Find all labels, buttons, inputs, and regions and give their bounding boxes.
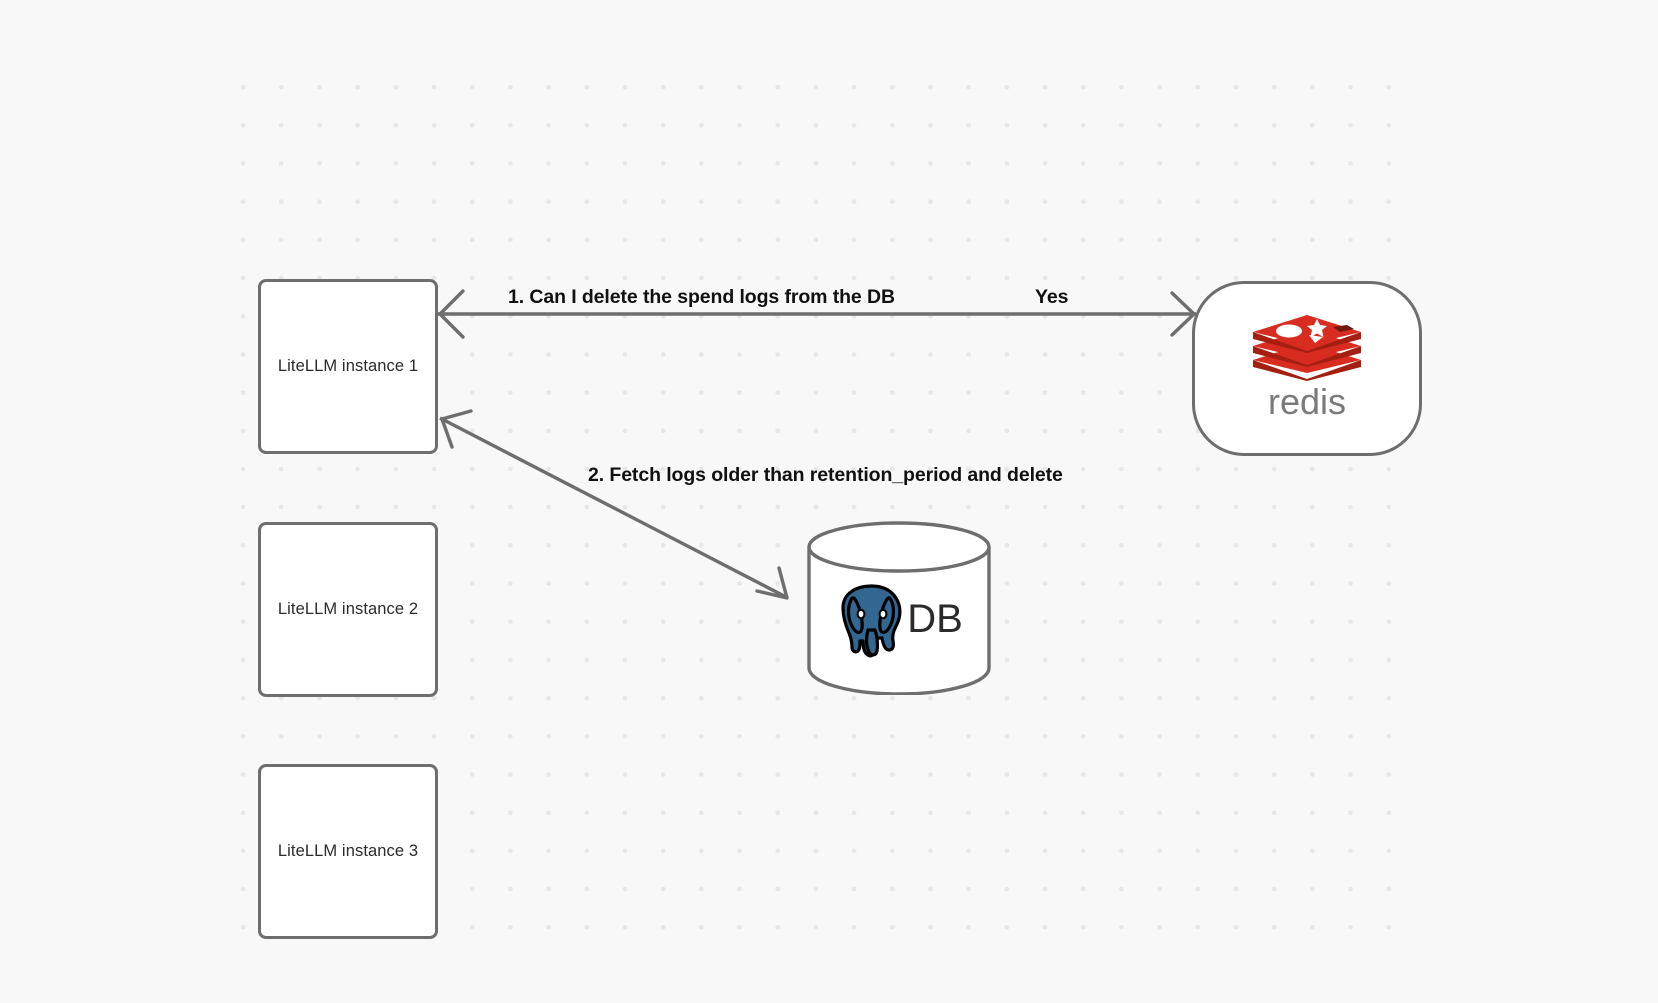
edge-litellm1-database bbox=[439, 409, 789, 600]
database-label: DB bbox=[907, 597, 963, 641]
node-litellm-instance-3-label: LiteLLM instance 3 bbox=[277, 842, 419, 860]
node-litellm-instance-3[interactable]: LiteLLM instance 3 bbox=[258, 764, 438, 939]
redis-wordmark: redis bbox=[1268, 383, 1346, 422]
node-litellm-instance-2-label: LiteLLM instance 2 bbox=[277, 600, 419, 618]
node-litellm-instance-2[interactable]: LiteLLM instance 2 bbox=[258, 522, 438, 697]
redis-logo: redis bbox=[1247, 313, 1367, 425]
edge-label-answer: Yes bbox=[1035, 286, 1069, 308]
postgresql-elephant-icon bbox=[841, 584, 902, 658]
node-redis[interactable]: redis bbox=[1192, 281, 1422, 456]
node-database[interactable]: DB bbox=[806, 520, 992, 695]
database-label-group: DB bbox=[806, 574, 992, 664]
edge-label-question: 1. Can I delete the spend logs from the … bbox=[508, 286, 895, 308]
node-litellm-instance-1[interactable]: LiteLLM instance 1 bbox=[258, 279, 438, 454]
redis-cube-icon bbox=[1253, 314, 1361, 381]
edge-label-fetch-and-delete: 2. Fetch logs older than retention_perio… bbox=[588, 464, 1063, 486]
node-litellm-instance-1-label: LiteLLM instance 1 bbox=[277, 357, 419, 375]
redis-wordmark-text: redis bbox=[1268, 383, 1346, 422]
